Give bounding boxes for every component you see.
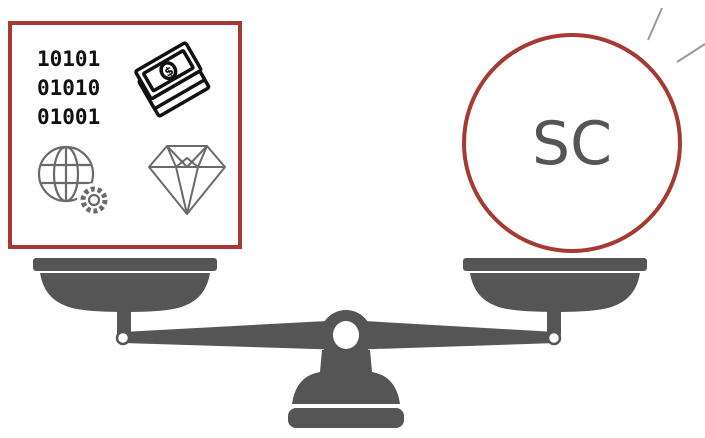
left-pan-plate [33, 258, 217, 271]
svg-text:10101: 10101 [37, 47, 100, 71]
scale-base [288, 408, 404, 428]
left-pan-bowl [40, 273, 210, 312]
binary-code-icon: 10101 01010 01001 [37, 47, 100, 129]
scale-pivot-hole [333, 321, 359, 349]
sc-label: SC [532, 109, 612, 179]
ray-line-2 [677, 44, 705, 62]
left-beam-joint [117, 332, 129, 344]
right-pan-plate [463, 258, 647, 271]
right-beam-joint [548, 332, 560, 344]
right-pan-bowl [470, 273, 640, 312]
ray-line-1 [648, 8, 662, 40]
svg-text:01001: 01001 [37, 105, 100, 129]
svg-text:01010: 01010 [37, 76, 100, 100]
